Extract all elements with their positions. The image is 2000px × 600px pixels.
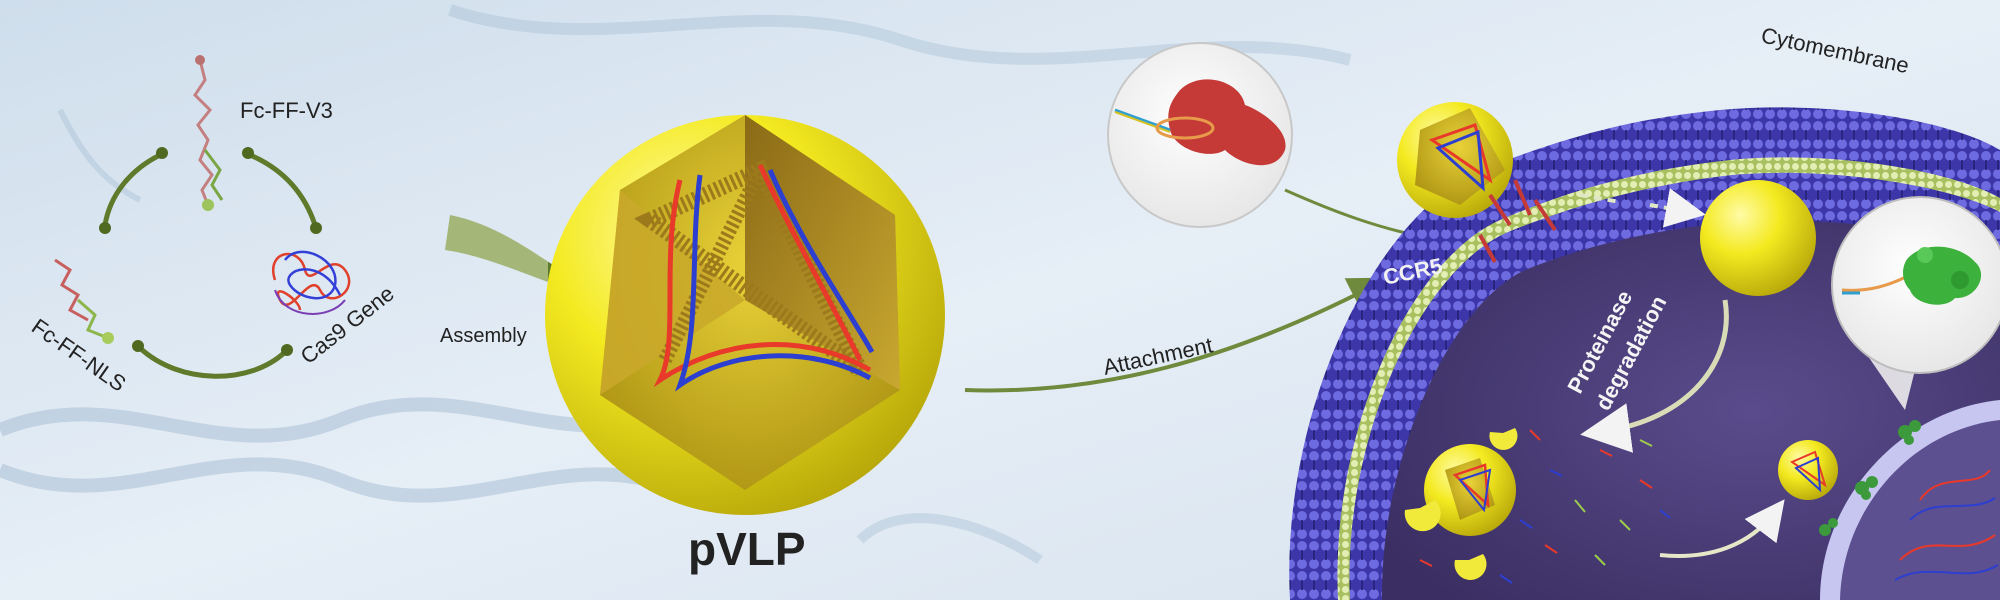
molecule-fc-ff-v3 xyxy=(193,55,224,211)
attachment-arrow xyxy=(964,277,1390,393)
pvlp-helix-triangle xyxy=(634,159,875,392)
molecule-fc-ff-nls xyxy=(54,258,114,344)
nuclear-pore-proteins xyxy=(1819,420,1921,536)
ccr5-receptors xyxy=(1478,179,1557,263)
nuclear-particle xyxy=(1778,440,1838,500)
nuclear-entry-arrow xyxy=(1659,499,1785,558)
cas9-gene-coil xyxy=(272,250,351,315)
cycle-arrows xyxy=(102,152,318,379)
peptide-fragments xyxy=(1419,429,1671,584)
proteinase-enzymes xyxy=(1404,428,1518,580)
label-pvlp: pVLP xyxy=(688,523,806,575)
internalization-arrows xyxy=(1579,195,1690,212)
label-assembly: Assembly xyxy=(440,325,527,347)
degradation-arrow xyxy=(1580,299,1729,453)
nucleus xyxy=(1820,400,2000,600)
internalized-particle xyxy=(1700,180,1816,296)
degrading-particle xyxy=(1424,444,1516,536)
bound-particle xyxy=(1397,102,1513,218)
nls-inset xyxy=(1831,196,2000,410)
cycle-arrow-heads xyxy=(99,147,322,356)
assembly-arrow xyxy=(445,215,565,282)
label-fc-ff-v3: Fc-FF-V3 xyxy=(240,98,333,123)
receptor-inset xyxy=(1107,42,1293,228)
pvlp-sphere xyxy=(545,115,945,515)
